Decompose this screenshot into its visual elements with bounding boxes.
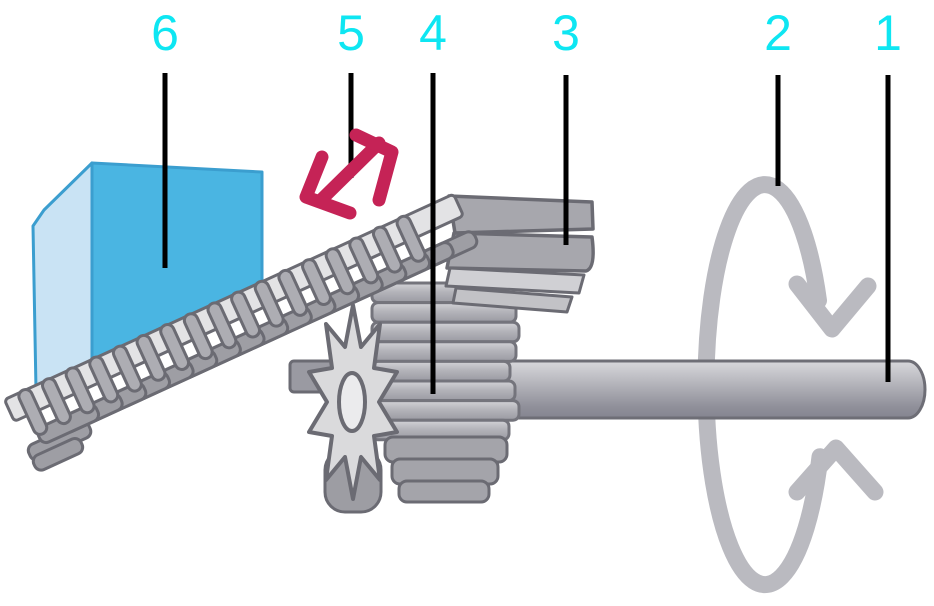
part-label-6: 6 — [151, 5, 179, 61]
spur-gear — [307, 303, 399, 514]
part-label-5: 5 — [337, 5, 365, 61]
rack-guide-rail — [444, 194, 595, 314]
linear-motion-arrow — [299, 128, 399, 220]
drive-shaft — [498, 359, 927, 420]
gear-rack — [4, 193, 479, 472]
pinion-gear — [370, 281, 521, 504]
part-label-2: 2 — [764, 5, 792, 61]
sliding-block — [31, 161, 264, 392]
rotation-arrowheads — [788, 275, 884, 501]
part-label-1: 1 — [874, 5, 902, 61]
part-label-3: 3 — [552, 5, 580, 61]
part-label-4: 4 — [419, 5, 447, 61]
leader-lines — [162, 73, 891, 394]
